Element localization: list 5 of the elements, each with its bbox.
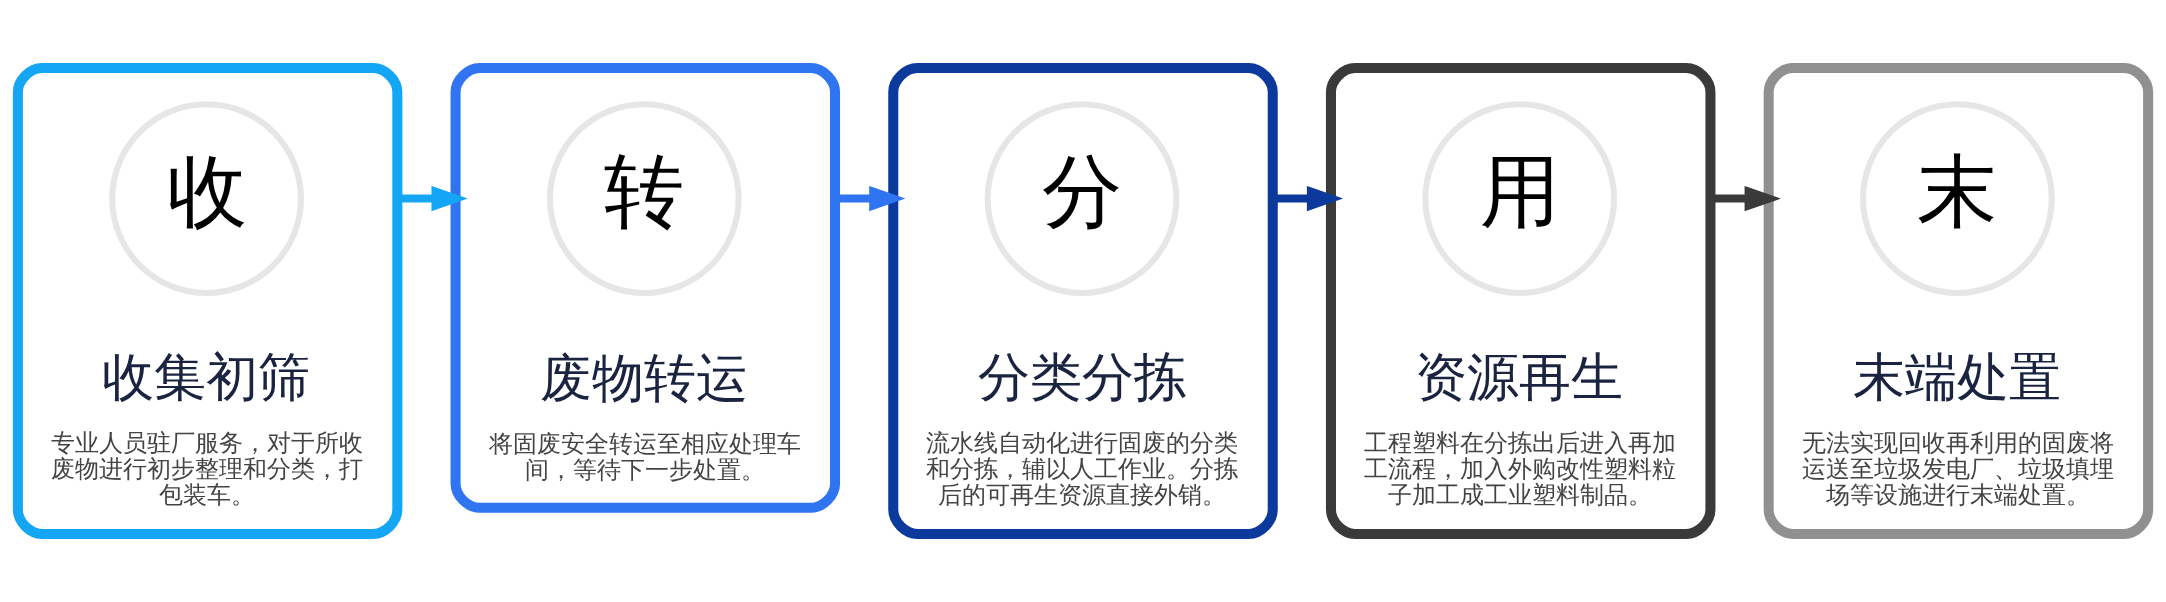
node-circle: 用: [1422, 101, 1618, 296]
node-circle: 末: [1860, 101, 2055, 296]
node-circle: 转: [546, 101, 742, 296]
node-circle: 分: [984, 101, 1180, 296]
node-circle: 收: [109, 101, 304, 296]
